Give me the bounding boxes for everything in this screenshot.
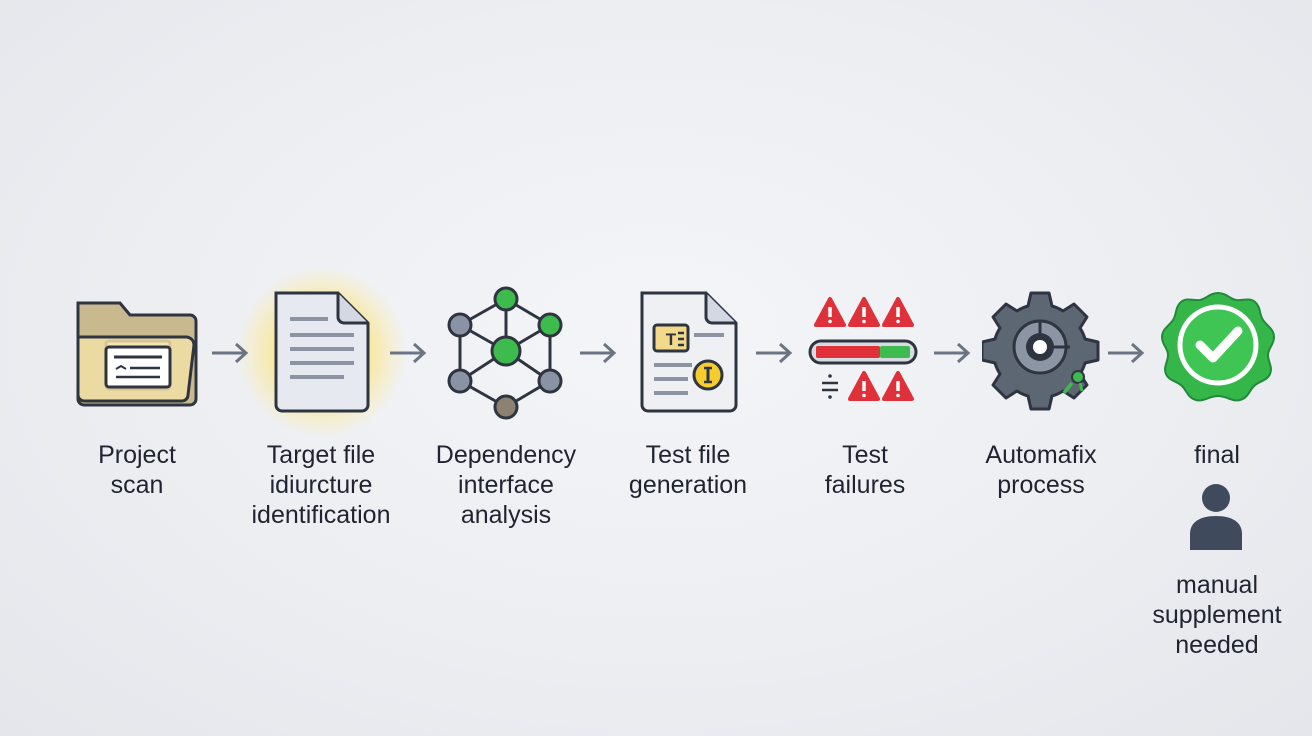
label-line: interface: [458, 471, 554, 499]
step-final: [1156, 285, 1312, 425]
check-badge-icon: [1160, 291, 1276, 402]
label-line: Dependency: [435, 441, 577, 469]
step-label-project-scan: Project scan: [42, 440, 232, 500]
arrow-right-icon: [580, 342, 617, 364]
arrow-right-icon: [390, 342, 427, 364]
arrow-right-icon: [934, 342, 971, 364]
arrow-right-icon: [212, 342, 249, 364]
warning-icon: [814, 297, 846, 327]
arrow-right-icon: [756, 342, 793, 364]
label-line: final: [1194, 441, 1240, 469]
step-label-dependency-analysis: Dependency interface analysis: [411, 440, 601, 530]
arrow-right-icon: [1108, 342, 1145, 364]
step-label-test-file-generation: Test file generation: [593, 440, 783, 500]
label-line: Target file: [266, 441, 376, 469]
gear-icon: [982, 291, 1100, 411]
label-line: manual: [1176, 571, 1258, 599]
step-test-failures: [806, 285, 976, 425]
label-line: Automafix: [985, 441, 1097, 469]
folder-icon: [76, 301, 198, 407]
network-graph-icon: [447, 286, 563, 420]
svg-text:T: T: [666, 330, 677, 349]
manual-supplement-label: manual supplement needed: [1122, 570, 1312, 660]
wrench-icon: [1062, 370, 1085, 395]
label-line: generation: [628, 471, 748, 499]
label-line: scan: [110, 471, 164, 499]
step-label-automafix-process: Automafix process: [946, 440, 1136, 500]
step-label-final: final: [1122, 440, 1312, 470]
label-line: Test file: [645, 441, 731, 469]
step-label-test-failures: Test failures: [770, 440, 960, 500]
label-line: Test: [842, 441, 888, 469]
label-line: process: [997, 471, 1085, 499]
step-test-file-generation: T: [632, 285, 802, 425]
label-line: idiurcture: [269, 471, 373, 499]
step-label-target-file: Target file idiurcture identification: [226, 440, 416, 530]
label-line: supplement: [1152, 601, 1282, 629]
step-target-file: [262, 285, 432, 425]
warning-progress-icon: [808, 297, 918, 401]
step-project-scan: [66, 285, 236, 425]
label-line: identification: [251, 501, 391, 529]
document-icon: [274, 291, 370, 413]
person-icon: [1190, 484, 1242, 550]
label-line: failures: [824, 471, 906, 499]
step-dependency-analysis: [440, 285, 610, 425]
label-line: analysis: [460, 501, 552, 529]
label-line: needed: [1175, 631, 1259, 659]
step-automafix-process: [982, 285, 1152, 425]
label-line: Project: [98, 441, 176, 469]
test-document-icon: T: [640, 291, 738, 413]
